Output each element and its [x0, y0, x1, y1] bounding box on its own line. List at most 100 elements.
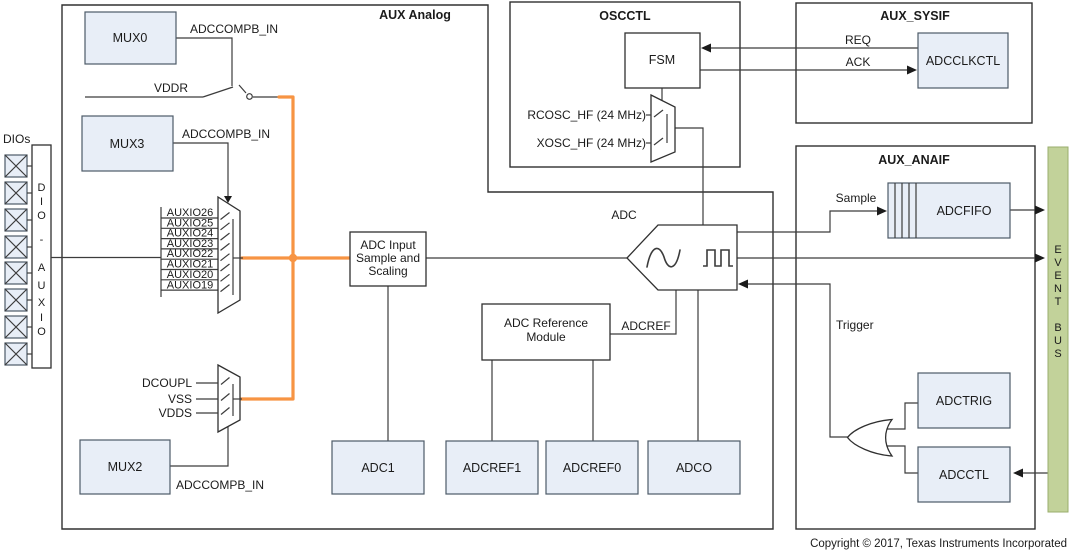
- dio-pad-x-icon: [4, 288, 28, 312]
- block-mux3: [81, 115, 174, 172]
- mux-switch-slash: [220, 232, 230, 241]
- event-bus-letter: E: [1054, 244, 1061, 256]
- wire-mux0-adccompb: [176, 37, 233, 86]
- osc-mux-shape: [650, 93, 676, 163]
- block-adco: [647, 440, 741, 495]
- dio-pad-x-icon: [4, 181, 28, 205]
- auxio-input-label: AUXIO20: [167, 269, 213, 281]
- block-fsm: [624, 32, 701, 89]
- auxio-input-rows: AUXIO26 AUXIO25 AUXIO24 AUXIO23 AUXIO22 …: [160, 207, 219, 297]
- arrowhead-adcfifo-into-eventbus: [1035, 205, 1045, 215]
- auxio-input-label: AUXIO25: [167, 217, 213, 229]
- wire-adcctl-to-orgate: [886, 445, 918, 474]
- sine-wave-icon: [646, 247, 681, 268]
- event-bus-letters: E V E N T B U S: [1054, 244, 1062, 360]
- block-adcctl-label: ADCCTL: [939, 468, 989, 482]
- dio-pad: [4, 342, 32, 366]
- block-adcfifo-label: ADCFIFO: [937, 204, 992, 218]
- aux-anaif-title: AUX_ANAIF: [878, 153, 950, 167]
- mux-switch-slash: [220, 284, 230, 293]
- dio-col-letter: A: [38, 262, 46, 274]
- mux-switch-slash: [220, 377, 230, 385]
- mux-switch-slash: [220, 407, 230, 415]
- auxio-input-label: AUXIO21: [167, 259, 213, 271]
- block-adc-ref-module: [481, 303, 611, 361]
- dio-pad: [4, 181, 32, 205]
- mux-switch-slash: [653, 137, 664, 146]
- adc-input-line1: ADC Input: [360, 238, 416, 252]
- dio-col-letter: D: [38, 182, 46, 194]
- dio-col-letter: O: [37, 210, 46, 222]
- label-adccompb-mux2: ADCCOMPB_IN: [176, 478, 264, 492]
- label-adccompb-mux0: ADCCOMPB_IN: [190, 22, 278, 36]
- oscctl-title: OSCCTL: [599, 9, 651, 23]
- label-xosc-hf: XOSC_HF (24 MHz): [537, 136, 646, 150]
- label-adcref: ADCREF: [621, 319, 670, 333]
- mux-switch-slash: [220, 242, 230, 251]
- vddr-switch-arm: [202, 86, 234, 98]
- block-adcclkctl-label: ADCCLKCTL: [926, 54, 1000, 68]
- event-bus-letter: B: [1054, 322, 1061, 334]
- auxio-input-label: AUXIO19: [167, 279, 213, 291]
- dio-pad: [4, 315, 32, 339]
- event-bus-bar: [1047, 146, 1069, 513]
- dio-pad: [4, 154, 32, 178]
- dio-pad: [4, 235, 32, 259]
- block-mux2: [79, 439, 171, 495]
- vddr-switch-contact-icon: [246, 93, 253, 100]
- block-adcfifo: [887, 182, 1011, 239]
- arrowhead-ack-into-adcclkctl: [907, 65, 917, 75]
- dio-pads: [4, 154, 32, 366]
- auxio-input-label: AUXIO23: [167, 238, 213, 250]
- auxio-mux-switches: [220, 212, 243, 295]
- mux-switch-slash: [220, 263, 230, 272]
- arrowhead-sample-into-adcfifo: [877, 206, 887, 216]
- aux-analog-title: AUX Analog: [379, 8, 451, 22]
- block-adcclkctl: [917, 32, 1009, 89]
- dio-col-letter: I: [40, 312, 43, 324]
- block-adc1: [331, 440, 425, 495]
- adc-core-shape: [626, 224, 738, 291]
- arrowhead-adc-into-eventbus: [1035, 253, 1045, 263]
- wire-adcref: [610, 290, 677, 335]
- arrowhead-trigger-into-adc: [738, 279, 748, 289]
- aux-sysif-title: AUX_SYSIF: [880, 9, 950, 23]
- wire-sample: [737, 210, 878, 233]
- dio-auxio-column-box: [31, 144, 52, 369]
- label-vss: VSS: [168, 392, 192, 406]
- block-mux0-label: MUX0: [113, 31, 148, 45]
- arrowhead-into-adcctl: [1013, 468, 1023, 478]
- adc-input-line3: Scaling: [368, 264, 407, 278]
- adc-ref-line1: ADC Reference: [504, 316, 588, 330]
- auxio-mux-shape: [217, 195, 241, 315]
- label-vdds: VDDS: [159, 406, 192, 420]
- block-adcref0-label: ADCREF0: [563, 461, 621, 475]
- dio-pad-x-icon: [4, 235, 28, 259]
- label-ack: ACK: [846, 55, 871, 69]
- or-gate-icon: [846, 418, 894, 457]
- block-adcref1-label: ADCREF1: [463, 461, 521, 475]
- mux-switch-slash: [220, 393, 230, 401]
- event-bus-letter: N: [1054, 283, 1062, 295]
- adc-input-line2: Sample and: [356, 251, 420, 265]
- auxio-input-label: AUXIO26: [167, 207, 213, 219]
- osc-mux-switches: [646, 109, 668, 146]
- block-adcref0: [545, 440, 639, 495]
- arrowhead-mux3-into-auxmux: [224, 196, 232, 203]
- auxio-input-label: AUXIO22: [167, 248, 213, 260]
- wire-adctrig-to-orgate: [886, 402, 918, 430]
- vddr-switch-arm2: [238, 84, 247, 94]
- wire-trigger: [744, 283, 848, 438]
- block-adctrig-label: ADCTRIG: [936, 394, 992, 408]
- orange-wire-vertical: [239, 95, 295, 401]
- dios-label: DIOs: [3, 132, 30, 146]
- dio-pad-x-icon: [4, 261, 28, 285]
- mux-switch-slash: [653, 109, 664, 118]
- mux-switch-slash: [220, 222, 230, 231]
- orange-junction-dot: [288, 253, 298, 263]
- dio-pad: [4, 288, 32, 312]
- dio-pad: [4, 261, 32, 285]
- dio-col-letter: U: [38, 280, 46, 292]
- label-trigger: Trigger: [836, 318, 874, 332]
